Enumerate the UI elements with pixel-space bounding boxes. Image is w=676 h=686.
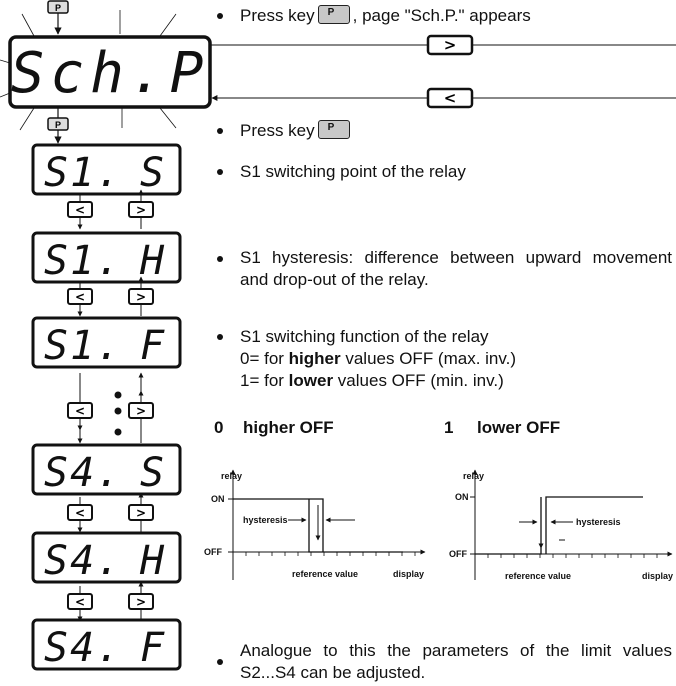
- mode0-label: higher OFF: [243, 418, 334, 437]
- display-s1f-left: S1.: [44, 323, 122, 369]
- nav-key-pair: <>: [67, 372, 154, 444]
- chart0-hysteresis-label: hysteresis: [243, 515, 288, 525]
- display-schp: Sch.P: [8, 35, 212, 109]
- flash-rays-icon: [0, 10, 177, 131]
- display-s4s-right: S: [140, 450, 164, 496]
- prev-key[interactable]: <: [67, 402, 93, 419]
- display-schp-text: Sch.P: [11, 41, 210, 106]
- prev-key[interactable]: <: [67, 288, 93, 305]
- chart1-relay-label: relay: [463, 471, 484, 481]
- display-s1f-right: F: [140, 323, 165, 369]
- p-key-top[interactable]: P: [47, 0, 69, 14]
- next-key-label: >: [136, 203, 146, 217]
- prev-key[interactable]: <: [67, 201, 93, 218]
- svg-text:P: P: [55, 120, 61, 130]
- nav-key-pair: <>: [67, 581, 154, 622]
- bullet-5: [217, 334, 223, 340]
- display-s4h-left: S4.: [44, 538, 122, 584]
- display-s4h: S4. H: [31, 531, 182, 584]
- svg-text:P: P: [55, 3, 61, 13]
- chart0-reference-label: reference value: [292, 569, 358, 579]
- prev-key-label: <: [75, 203, 85, 217]
- p-key-lower[interactable]: P: [47, 117, 69, 131]
- display-s4s-left: S4.: [44, 450, 122, 496]
- chart1-on-label: ON: [455, 492, 469, 502]
- prev-key-top[interactable]: <: [426, 87, 474, 109]
- next-key[interactable]: >: [128, 402, 154, 419]
- next-key[interactable]: >: [128, 288, 154, 305]
- next-key[interactable]: >: [128, 593, 154, 610]
- bullet-6: [217, 659, 223, 665]
- next-key-label: >: [136, 290, 146, 304]
- mode1-number: 1: [444, 418, 454, 437]
- chart-higher-off: relay ON OFF hysteresis reference value …: [204, 469, 426, 580]
- prev-key-label: <: [75, 595, 85, 609]
- display-s4f-right: F: [140, 625, 165, 671]
- nav-key-pair: <>: [67, 492, 154, 533]
- svg-text:<: <: [444, 89, 457, 107]
- next-key-label: >: [136, 506, 146, 520]
- svg-text:>: >: [444, 36, 457, 54]
- display-s1f: S1. F: [31, 316, 182, 369]
- p-key-inline: P: [317, 5, 350, 24]
- prev-key-label: <: [75, 290, 85, 304]
- display-s1s-left: S1.: [44, 150, 122, 196]
- display-s1s: S1. S: [31, 143, 182, 196]
- nav-key-pair: <>: [67, 276, 154, 317]
- next-key-label: >: [136, 595, 146, 609]
- next-key-label: >: [136, 404, 146, 418]
- display-s4s: S4. S: [31, 443, 182, 496]
- chart1-display-label: display: [642, 571, 673, 581]
- display-s4f-left: S4.: [44, 625, 122, 671]
- chart1-reference-label: reference value: [505, 571, 571, 581]
- bullet-3: [217, 169, 223, 175]
- chart0-relay-label: relay: [221, 471, 242, 481]
- bullet-4: [217, 256, 223, 262]
- chart1-off-label: OFF: [449, 549, 467, 559]
- display-s1h: S1. H: [31, 231, 182, 284]
- mode0-number: 0: [214, 418, 224, 437]
- mode1-label: lower OFF: [477, 418, 561, 437]
- s1-hysteresis-text: S1 hysteresis: difference between upward…: [240, 248, 672, 289]
- prev-key[interactable]: <: [67, 593, 93, 610]
- s1-function-text: S1 switching function of the relay 0= fo…: [240, 327, 517, 390]
- analogue-text: Analogue to this the parameters of the l…: [240, 641, 672, 682]
- next-key[interactable]: >: [128, 201, 154, 218]
- bullet-2: [217, 128, 223, 134]
- chart0-on-label: ON: [211, 494, 225, 504]
- display-s1s-right: S: [140, 150, 164, 196]
- chart1-hysteresis-label: hysteresis: [576, 517, 621, 527]
- display-s1h-left: S1.: [44, 238, 122, 284]
- p-key-inline-2: P: [317, 120, 350, 139]
- prev-key[interactable]: <: [67, 504, 93, 521]
- nav-key-pair: <>: [67, 189, 154, 230]
- chart-lower-off: relay ON OFF hysteresis reference value …: [449, 469, 673, 581]
- bullet-1: [217, 13, 223, 19]
- prev-key-label: <: [75, 506, 85, 520]
- chart0-off-label: OFF: [204, 547, 222, 557]
- ellipsis-dots-icon: [114, 391, 122, 436]
- prev-key-label: <: [75, 404, 85, 418]
- display-s4f: S4. F: [31, 618, 182, 671]
- chart0-display-label: display: [393, 569, 424, 579]
- display-s1h-right: H: [139, 238, 165, 284]
- s1-switching-text: S1 switching point of the relay: [240, 162, 466, 181]
- display-s4h-right: H: [139, 538, 165, 584]
- next-key[interactable]: >: [128, 504, 154, 521]
- next-key-top[interactable]: >: [426, 34, 474, 56]
